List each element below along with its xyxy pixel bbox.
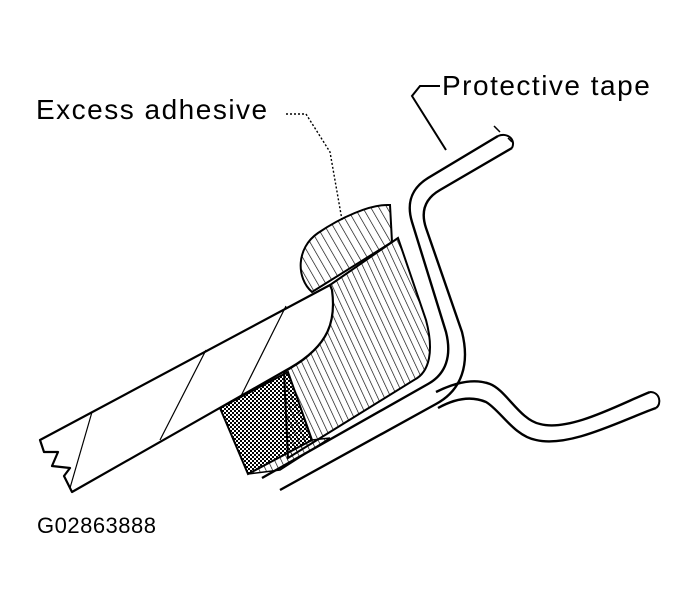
excess-adhesive-label: Excess adhesive (36, 94, 269, 125)
figure-code: G02863888 (37, 513, 157, 538)
lower-panel-end (649, 391, 661, 409)
lower-body-panel (435, 380, 651, 427)
excess-adhesive-leader (286, 113, 343, 221)
body-flange-end (497, 134, 514, 149)
body-flange (279, 146, 513, 492)
lower-body-panel (437, 397, 657, 443)
glass-highlight (239, 305, 287, 399)
protective-tape-leader (410, 85, 447, 151)
protective-tape-label: Protective tape (442, 70, 652, 101)
glass-highlight (69, 411, 93, 489)
body-flange (261, 134, 499, 480)
adhesive-strip (247, 437, 331, 475)
glass-highlight (159, 349, 207, 441)
body-flange-end (493, 125, 513, 143)
